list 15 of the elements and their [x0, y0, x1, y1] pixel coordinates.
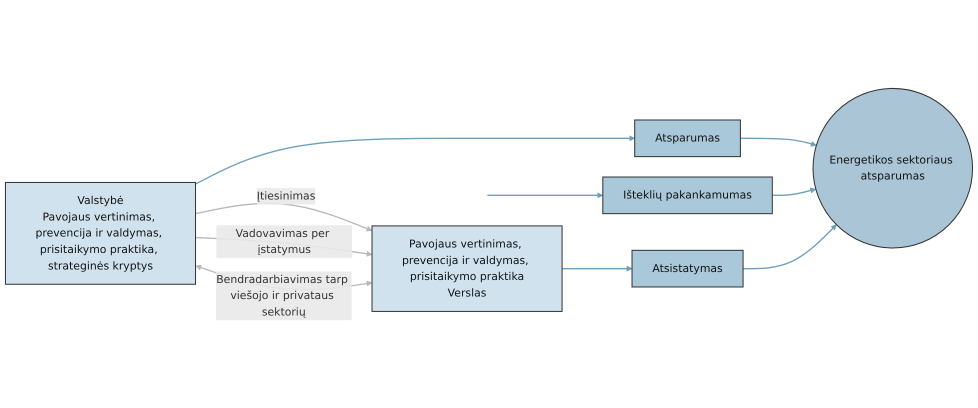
node-box: Valstybė Pavojaus vertinimas, prevencija ir valdymas, prisitaikymo praktika, strateginės kryptys: [4, 182, 196, 284]
edge-label: Įtiesinimas: [256, 189, 316, 202]
node-box: Išteklių pakankamumas: [602, 176, 773, 214]
edge-label: Bendradarbiavimas tarp viešojo ir privataus sektorių: [216, 272, 348, 318]
arrow: [562, 265, 632, 272]
arrow: [740, 137, 817, 146]
node-box: Atsparumas: [634, 119, 741, 157]
edge-label: Vadovavimas per įstatymus: [236, 226, 330, 256]
node-circle: Energetikos sektoriaus atsparumas: [812, 88, 974, 248]
arrow: [195, 135, 635, 184]
arrow: [743, 224, 837, 269]
arrow: [772, 187, 816, 196]
node-box: Atsistatymas: [632, 249, 744, 288]
node-box: Pavojaus vertinimas, prevencija ir valdymas, prisitaikymo praktika Verslas: [372, 225, 563, 312]
arrow: [487, 192, 604, 198]
